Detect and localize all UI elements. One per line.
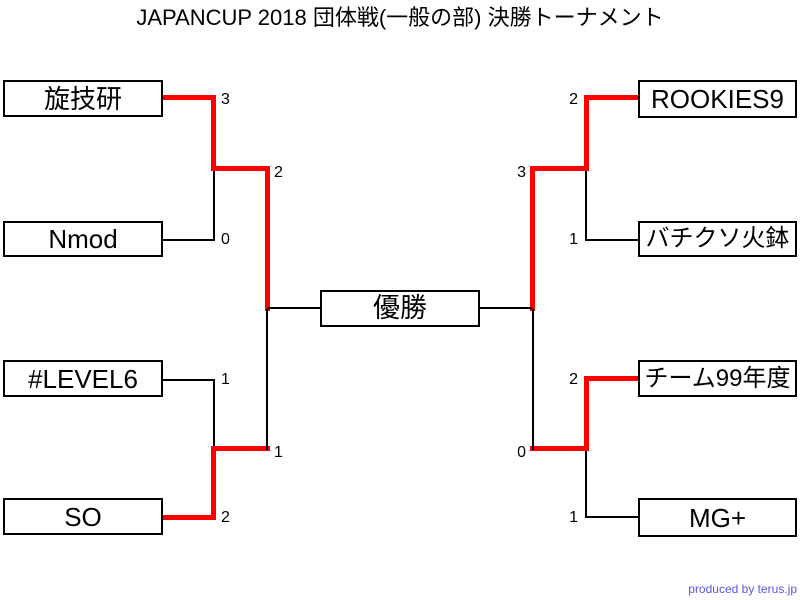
score-senshiken: 3 <box>221 91 230 108</box>
score-mgplus: 1 <box>569 509 578 526</box>
line-nmod <box>163 239 215 241</box>
team-box-so: SO <box>3 498 163 535</box>
line-bachikuso-rise <box>585 170 587 241</box>
line-mgplus <box>587 516 638 518</box>
team-box-team99nendo: チーム99年度 <box>638 360 797 397</box>
winner-line-team99-drop <box>584 376 589 451</box>
line-mgplus-rise <box>585 448 587 518</box>
score-right-semi-bottom: 0 <box>517 444 526 461</box>
winner-line-rookies9-drop <box>584 95 589 171</box>
score-team99: 2 <box>569 371 578 388</box>
line-level6-drop <box>213 379 215 448</box>
winner-line-senshiken-drop <box>211 95 216 171</box>
winner-line-so <box>163 515 216 520</box>
page-title: JAPANCUP 2018 団体戦(一般の部) 決勝トーナメント <box>136 5 664 30</box>
team-box-mgplus: MG+ <box>638 498 797 537</box>
score-bachikuso: 1 <box>569 231 578 248</box>
line-left-lower-rise <box>266 309 268 450</box>
team-box-bachikuso-hibachi: バチクソ火鉢 <box>638 221 797 257</box>
score-rookies9: 2 <box>569 91 578 108</box>
team-box-senshiken: 旋技研 <box>3 80 163 117</box>
winner-line-left-semi-drop <box>265 166 270 311</box>
line-bachikuso <box>587 239 638 241</box>
score-level6: 1 <box>221 371 230 388</box>
line-right-to-final <box>480 307 532 309</box>
line-nmod-rise <box>213 170 215 241</box>
credit-text: produced by terus.jp <box>688 582 797 596</box>
winner-line-right-semi <box>530 166 589 171</box>
winner-line-team99-semi <box>530 446 589 451</box>
line-level6 <box>163 379 215 381</box>
score-nmod: 0 <box>221 231 230 248</box>
score-left-semi-bottom: 1 <box>274 444 283 461</box>
score-right-semi-top: 3 <box>517 164 526 181</box>
champion-box: 優勝 <box>320 290 480 327</box>
score-so: 2 <box>221 509 230 526</box>
team-box-level6: #LEVEL6 <box>3 360 163 397</box>
winner-line-left-semi <box>211 166 270 171</box>
line-right-lower-rise <box>532 309 534 450</box>
winner-line-so-semi <box>211 446 270 451</box>
winner-line-senshiken <box>163 95 216 100</box>
winner-line-rookies9 <box>584 95 638 100</box>
team-box-nmod: Nmod <box>3 221 163 257</box>
winner-line-so-rise <box>211 446 216 520</box>
winner-line-right-semi-drop <box>530 166 535 311</box>
team-box-rookies9: ROOKIES9 <box>638 80 797 118</box>
score-left-semi-top: 2 <box>274 164 283 181</box>
line-left-to-final <box>267 307 320 309</box>
winner-line-team99 <box>584 376 638 381</box>
